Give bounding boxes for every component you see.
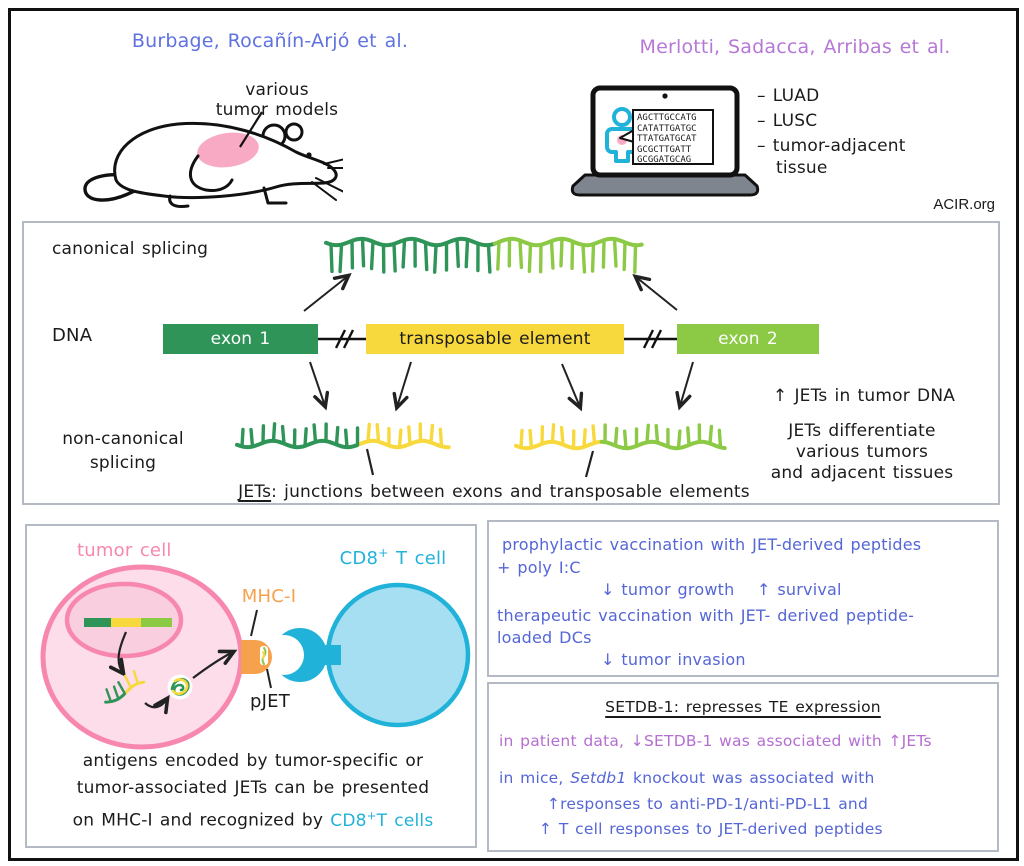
antigen-presentation-panel: tumor cell CD8+ T cell MHC-I pJET antige…: [25, 524, 477, 848]
arrow-noncanonical: [392, 361, 412, 412]
list-item: – LUSC: [757, 111, 818, 131]
outer-border: [8, 8, 1019, 861]
poly-ic-line: + poly I:C: [497, 558, 581, 577]
canonical-mrna: [324, 236, 644, 274]
mhc-label: MHC-I: [241, 586, 297, 607]
laptop-base: [570, 173, 760, 197]
setdb1-gene: Setdb1: [570, 769, 627, 787]
presentation-caption: antigens encoded by tumor-specific or tu…: [72, 751, 434, 831]
pd1-response-line: ↑responses to anti-PD-1/anti-PD-L1 and: [547, 795, 868, 813]
person-icon: [612, 107, 632, 127]
tumor-cell-label: tumor cell: [77, 540, 172, 561]
transposable-element-box: transposable element: [366, 324, 624, 354]
caption-pointer-line: [239, 111, 263, 148]
junction-tick: [584, 450, 595, 478]
noncanonical-mrna-exon1-te: [235, 422, 451, 450]
mouse-eye: [306, 152, 312, 158]
setdb-panel: SETDB-1: represses TE expression in pati…: [487, 682, 999, 852]
list-item: tissue: [776, 158, 828, 178]
dna-sequence-bubble: AGCTTGCCATG CATATTGATGC TTATGATGCAT GCGC…: [632, 109, 714, 165]
mice-knockout-line: in mice, Setdb1 knockout was associated …: [499, 769, 875, 787]
pjet-pointer-line: [266, 668, 272, 689]
jets-term: JETs: [238, 482, 272, 502]
splicing-arrows: [303, 273, 694, 478]
dna-break-mark: [642, 329, 663, 349]
tumor-models-caption: various tumor models: [215, 80, 339, 120]
exon2-box: exon 2: [677, 324, 819, 354]
loaded-dcs-line: loaded DCs: [497, 628, 592, 647]
dna-label: DNA: [52, 325, 93, 346]
arrow-noncanonical: [309, 361, 330, 411]
dna-bar-te: [111, 618, 141, 627]
mhc-pointer-line: [250, 609, 258, 637]
cd8-t-cell-label: CD8+ T cell: [339, 546, 447, 569]
vaccination-panel: prophylactic vaccination with JET-derive…: [487, 520, 999, 677]
note-jets-in-tumor-dna: ↑ JETs in tumor DNA: [772, 386, 956, 406]
list-item: – LUAD: [757, 86, 820, 106]
arrow-canonical-left: [303, 273, 352, 312]
arrow-presentation: [192, 649, 238, 679]
dna-bar-exon2: [141, 618, 172, 627]
tcell-response-line: ↑ T cell responses to JET-derived peptid…: [539, 820, 883, 838]
sample-list: – LUAD – LUSC – tumor-adjacent tissue: [0, 0, 1024, 220]
survival-result: ↑ survival: [757, 580, 842, 599]
pjet-label: pJET: [250, 691, 290, 712]
setdb-title: SETDB-1: represses TE expression: [605, 698, 881, 716]
exon1-box: exon 1: [163, 324, 318, 354]
noncanonical-splicing-label: non-canonical splicing: [62, 429, 184, 473]
mouse-ear: [284, 122, 304, 142]
dna-break-mark: [334, 329, 355, 349]
noncanonical-mrna-te-exon2: [514, 423, 727, 451]
presentation-drawing: [40, 564, 471, 750]
tcr-stem: [319, 645, 341, 665]
jets-definition: JETs: junctions between exons and transp…: [238, 482, 750, 502]
tumor-invasion-result: ↓ tumor invasion: [601, 650, 746, 669]
arrow-canonical-right: [632, 274, 678, 311]
site-credit: ACIR.org: [933, 196, 995, 213]
tumor-growth-result: ↓ tumor growth: [601, 580, 735, 599]
peptide-ball: [167, 674, 193, 700]
study-title-left: Burbage, Rocañín-Arjó et al.: [131, 30, 409, 52]
arrow-noncanonical: [675, 361, 694, 411]
splicing-panel: canonical splicing DNA exon 1 transposab…: [22, 221, 1000, 505]
dna-bar-exon1: [84, 618, 111, 627]
arrow-noncanonical: [561, 363, 584, 412]
arrow-transcription: [108, 631, 128, 677]
cell-mrna: [104, 669, 146, 704]
junction-tick: [365, 448, 375, 476]
webcam-dot: [662, 93, 668, 99]
canonical-splicing-label: canonical splicing: [52, 239, 209, 259]
patient-data-line: in patient data, ↓SETDB-1 was associated…: [499, 732, 932, 750]
t-cell-shape: [325, 582, 471, 728]
note-jets-differentiate: JETs differentiate various tumors and ad…: [770, 421, 954, 483]
prophylactic-line: prophylactic vaccination with JET-derive…: [502, 535, 922, 554]
arrow-translation: [144, 694, 170, 715]
cd8-t-cells-highlight: CD8+T cells: [330, 808, 434, 831]
study-title-right: Merlotti, Sadacca, Arribas et al.: [639, 36, 951, 58]
mouse-whiskers: [311, 158, 343, 201]
therapeutic-line: therapeutic vaccination with JET- derive…: [497, 606, 915, 625]
list-item: – tumor-adjacent: [757, 136, 906, 156]
mouse-tail: [83, 173, 142, 202]
